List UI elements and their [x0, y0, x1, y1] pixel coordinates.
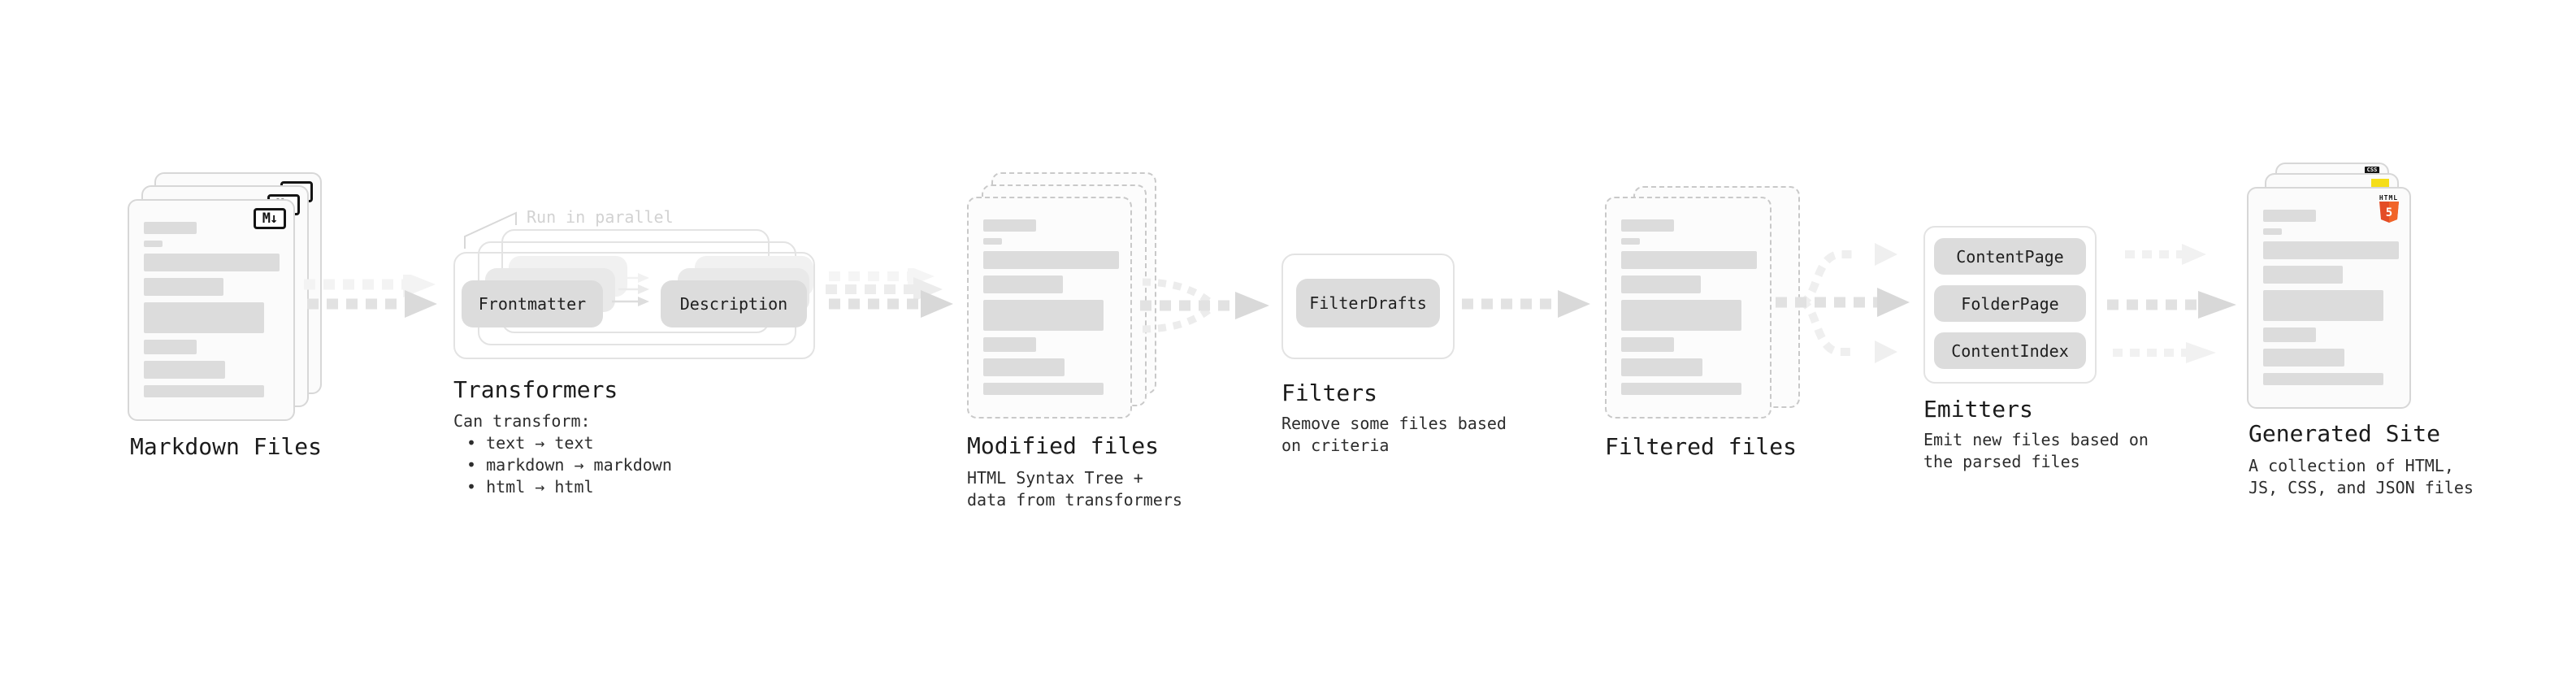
- modified-files-description: HTML Syntax Tree + data from transformer…: [967, 467, 1182, 511]
- document-content-placeholder: [983, 219, 1119, 395]
- stage-markdown-files: M↓ M↓ M↓ Markdown Files: [128, 172, 339, 465]
- flow-arrow-emitters-to-generated: [2107, 244, 2236, 363]
- flow-arrow-markdown-to-transformers: [304, 275, 437, 318]
- emitter-pill-folderpage: FolderPage: [1934, 285, 2086, 322]
- text-line-placeholder: [144, 241, 163, 247]
- filter-pill-filterdrafts: FilterDrafts: [1296, 279, 1440, 327]
- stage-generated-site: CSS HTML 5 Generated Site A collection o…: [2247, 163, 2491, 512]
- text-line-placeholder: [983, 358, 1065, 376]
- run-in-parallel-note: Run in parallel: [527, 207, 674, 227]
- flow-arrow-transformers-to-modified: [826, 268, 953, 318]
- text-line-placeholder: [983, 219, 1036, 232]
- text-line-placeholder: [2263, 327, 2316, 342]
- text-line-placeholder: [2263, 290, 2383, 321]
- text-line-placeholder: [144, 222, 197, 234]
- filters-box: [1281, 254, 1455, 359]
- text-line-placeholder: [983, 337, 1036, 352]
- stage-label-filters: Filters: [1281, 380, 1378, 406]
- text-line-placeholder: [1621, 275, 1701, 293]
- stage-transformers: Run in parallel Frontmatter Description …: [453, 202, 835, 510]
- text-line-placeholder: [983, 238, 1002, 245]
- text-line-placeholder: [2263, 349, 2344, 367]
- bullet-item: • html → html: [466, 477, 594, 497]
- description-line: HTML Syntax Tree +: [967, 468, 1143, 488]
- text-line-placeholder: [1621, 219, 1674, 232]
- stage-label-modified-files: Modified files: [967, 432, 1160, 459]
- stage-label-filtered-files: Filtered files: [1605, 433, 1798, 460]
- document-content-placeholder: [2263, 210, 2399, 385]
- document-content-placeholder: [144, 222, 280, 397]
- emitters-box: [1923, 226, 2097, 384]
- stage-modified-files: Modified files HTML Syntax Tree + data f…: [967, 172, 1195, 514]
- stage-label-transformers: Transformers: [453, 376, 618, 403]
- modified-file-card: [967, 197, 1132, 419]
- description-line: Remove some files based: [1281, 414, 1507, 433]
- can-transform-title: Can transform:: [453, 411, 591, 431]
- pill-to-pill-arrows: [612, 273, 649, 306]
- text-line-placeholder: [1621, 337, 1674, 352]
- text-line-placeholder: [2263, 228, 2282, 235]
- text-line-placeholder: [2263, 373, 2383, 385]
- flow-arrow-filtered-to-emitters: [1776, 243, 1910, 363]
- text-line-placeholder: [983, 300, 1104, 331]
- text-line-placeholder: [1621, 251, 1757, 269]
- transformers-description: Can transform: • text → text • markdown …: [453, 410, 672, 498]
- generated-site-description: A collection of HTML, JS, CSS, and JSON …: [2249, 455, 2474, 499]
- document-content-placeholder: [1621, 219, 1757, 395]
- text-line-placeholder: [144, 340, 197, 354]
- stage-filters: FilterDrafts Filters Remove some files b…: [1281, 254, 1542, 465]
- text-line-placeholder: [2263, 241, 2399, 259]
- html5-shield: 5: [2379, 202, 2399, 223]
- flow-arrow-filters-to-filtered: [1462, 290, 1590, 318]
- transformer-box-front: [453, 252, 815, 359]
- stage-label-emitters: Emitters: [1923, 396, 2033, 423]
- description-line: data from transformers: [967, 490, 1182, 510]
- text-line-placeholder: [144, 385, 264, 397]
- transformer-pill-description: Description: [661, 280, 807, 327]
- text-line-placeholder: [1621, 358, 1702, 376]
- emitter-pill-contentindex: ContentIndex: [1934, 332, 2086, 369]
- stage-filtered-files: Filtered files: [1605, 186, 1832, 479]
- js-icon: [2371, 179, 2389, 189]
- flow-arrow-modified-to-filters: [1140, 278, 1269, 333]
- text-line-placeholder: [983, 383, 1104, 395]
- description-line: Emit new files based on: [1923, 430, 2149, 449]
- bullet-item: • text → text: [466, 433, 594, 453]
- text-line-placeholder: [983, 275, 1063, 293]
- transformer-pill-frontmatter: Frontmatter: [462, 280, 603, 327]
- text-line-placeholder: [983, 251, 1119, 269]
- text-line-placeholder: [144, 361, 225, 379]
- stage-emitters: ContentPage FolderPage ContentIndex Emit…: [1923, 226, 2184, 486]
- note-leader-line: [464, 211, 517, 249]
- description-line: on criteria: [1281, 436, 1390, 455]
- emitter-pill-contentpage: ContentPage: [1934, 238, 2086, 275]
- text-line-placeholder: [1621, 238, 1640, 245]
- emitters-description: Emit new files based on the parsed files: [1923, 429, 2149, 473]
- generated-file-card-html: HTML 5: [2247, 187, 2411, 409]
- description-line: JS, CSS, and JSON files: [2249, 478, 2474, 497]
- css-icon-label: CSS: [2364, 167, 2380, 174]
- text-line-placeholder: [2263, 266, 2343, 284]
- markdown-icon: M↓: [254, 208, 286, 229]
- text-line-placeholder: [2263, 210, 2316, 222]
- filters-description: Remove some files based on criteria: [1281, 413, 1507, 457]
- stage-label-generated-site: Generated Site: [2249, 420, 2441, 447]
- filtered-file-card: [1605, 197, 1772, 419]
- text-line-placeholder: [144, 278, 223, 296]
- text-line-placeholder: [144, 254, 280, 271]
- html5-icon-word: HTML: [2379, 194, 2399, 202]
- html5-icon: HTML 5: [2378, 194, 2400, 223]
- text-line-placeholder: [144, 302, 264, 333]
- markdown-file-card: M↓: [128, 199, 295, 421]
- svg-text:5: 5: [2385, 206, 2392, 219]
- text-line-placeholder: [1621, 383, 1741, 395]
- stage-label-markdown-files: Markdown Files: [130, 433, 323, 460]
- description-line: A collection of HTML,: [2249, 456, 2454, 475]
- description-line: the parsed files: [1923, 452, 2080, 471]
- text-line-placeholder: [1621, 300, 1741, 331]
- bullet-item: • markdown → markdown: [466, 455, 672, 475]
